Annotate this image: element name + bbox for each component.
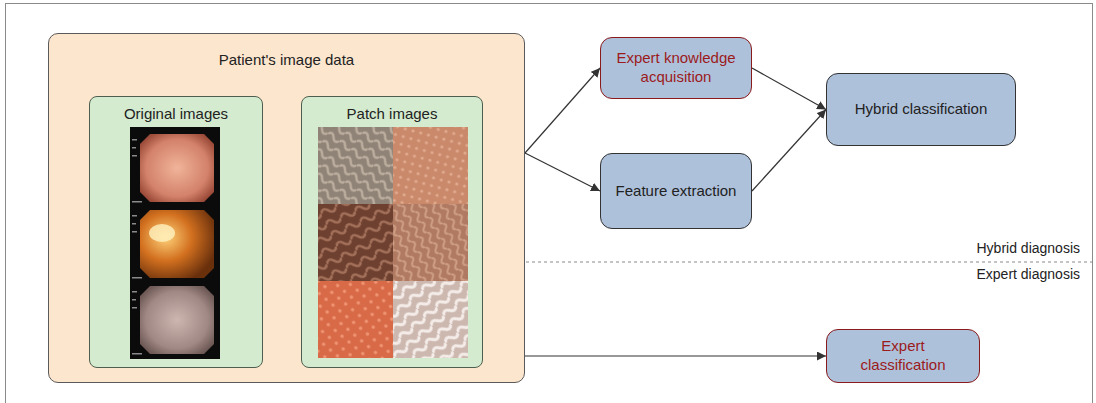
patch-images (302, 97, 484, 369)
flow-arrow (525, 153, 600, 191)
box-label: Feature extraction (616, 182, 737, 201)
flow-arrow (752, 110, 826, 192)
group-title: Patch images (302, 97, 482, 124)
process-box: Feature extraction (600, 153, 752, 229)
group-title: Original images (90, 97, 262, 124)
flow-arrow (525, 355, 826, 356)
section-label: Expert diagnosis (976, 266, 1080, 284)
process-box: Hybrid classification (826, 73, 1016, 146)
image-group: Patch images (301, 96, 483, 368)
box-label: Hybrid classification (855, 100, 988, 119)
divider-line (526, 262, 1096, 263)
light-reflection (149, 224, 175, 242)
group-title: Patient's image data (49, 34, 524, 70)
section-label: Hybrid diagnosis (977, 240, 1081, 258)
image-strip (130, 127, 220, 359)
image-group: Original images (89, 96, 263, 368)
input-panel: Patient's image data Original images (48, 33, 525, 383)
flow-arrow (525, 68, 600, 153)
process-box: Expert knowledge acquisition (600, 37, 752, 99)
flow-arrow (752, 68, 826, 110)
patch-tiles (318, 127, 468, 358)
endoscopy-image (140, 134, 214, 202)
endoscopic-images (90, 97, 264, 369)
process-box: Expert classification (826, 329, 980, 383)
box-label: Expert classification (837, 337, 969, 375)
endoscopy-image (140, 286, 214, 354)
box-label: Expert knowledge acquisition (611, 49, 741, 87)
outer-frame (6, 4, 1093, 403)
strip-marks (132, 139, 142, 355)
endoscopy-image (140, 210, 214, 278)
